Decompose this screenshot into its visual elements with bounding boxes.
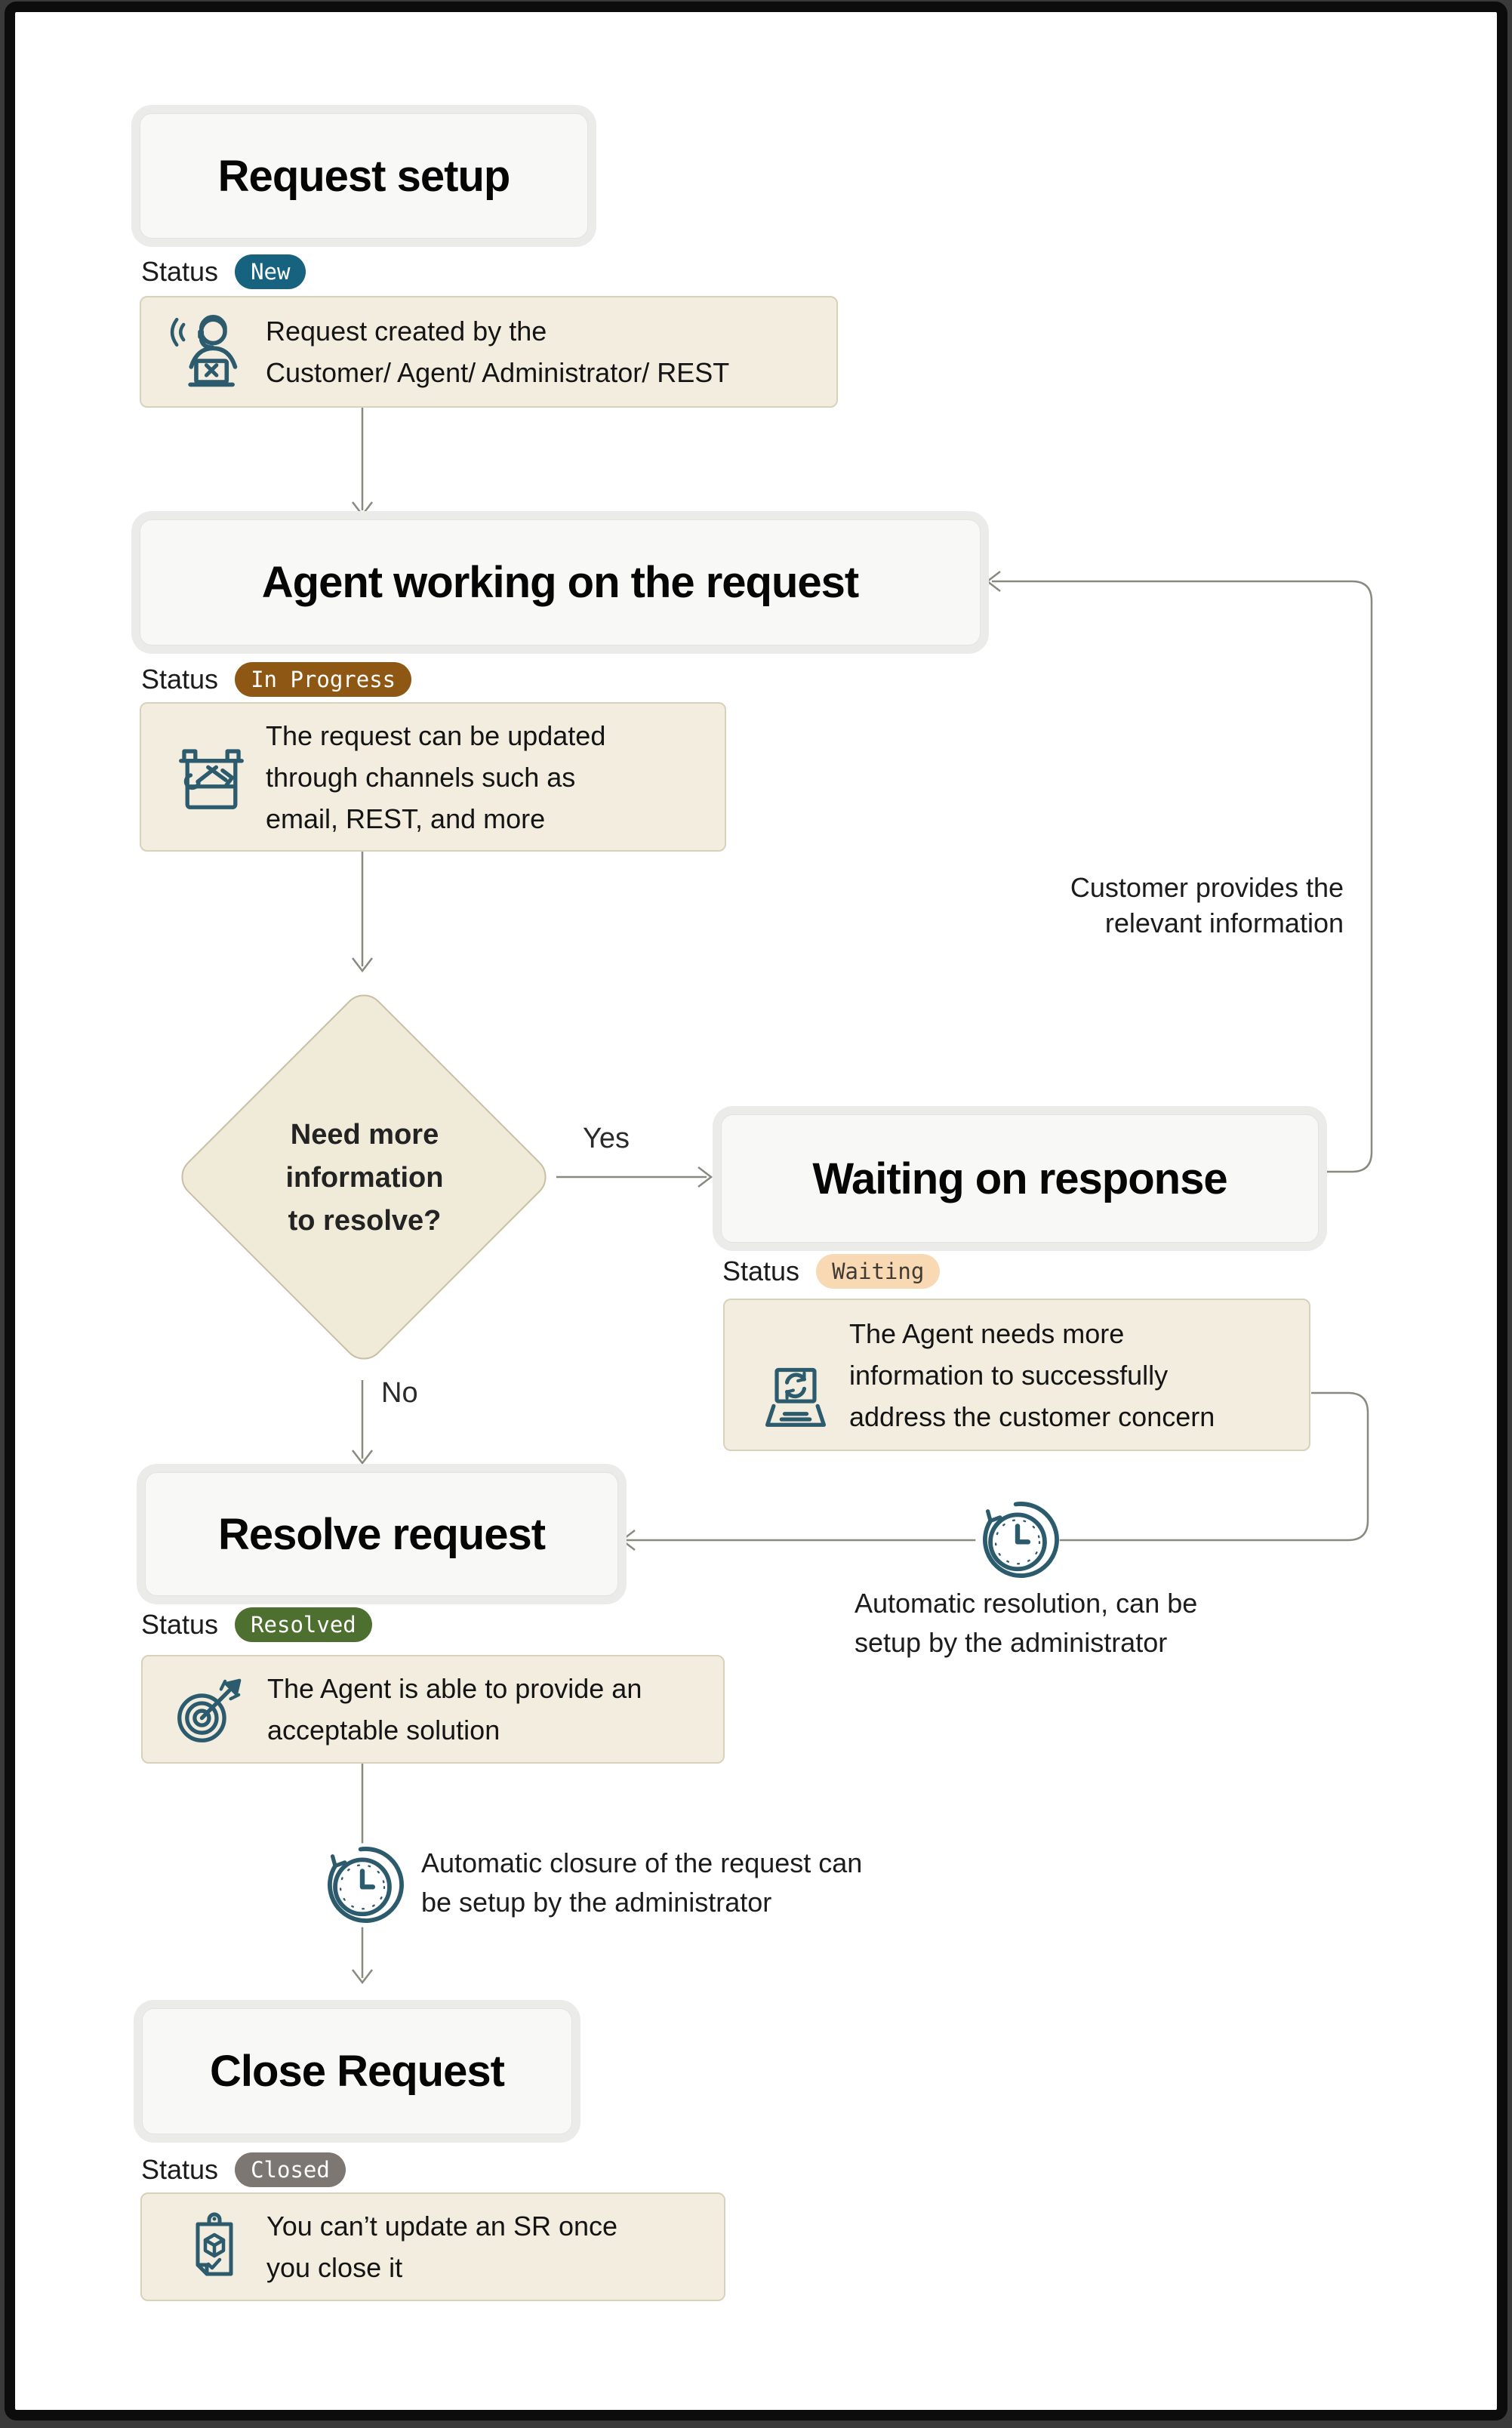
history-clock-icon [319, 1841, 406, 1929]
node-title: Waiting on response [812, 1154, 1227, 1203]
node-title: Resolve request [217, 1509, 546, 1559]
note-request-updated: The request can be updated through chann… [140, 702, 726, 852]
status-badge-closed: Closed [235, 2152, 346, 2187]
note-text: The Agent needs more information to succ… [849, 1313, 1297, 1437]
annotation-auto-resolution: Automatic resolution, can be setup by th… [855, 1584, 1197, 1662]
status-row-waiting: Status Waiting [722, 1254, 941, 1289]
note-text: The Agent is able to provide an acceptab… [267, 1668, 711, 1751]
annotation-line: Automatic resolution, can be [855, 1588, 1198, 1619]
status-label: Status [141, 1609, 219, 1640]
decision-line: to resolve? [288, 1204, 442, 1237]
note-line: email, REST, and more [266, 803, 546, 834]
status-label: Status [141, 664, 219, 695]
toolbox-icon [171, 737, 251, 817]
status-badge-resolved: Resolved [235, 1607, 372, 1642]
annotation-line: Customer provides the [1070, 872, 1344, 903]
note-agent-needs-info: The Agent needs more information to succ… [723, 1299, 1310, 1451]
target-icon [170, 1670, 250, 1750]
agent-headset-icon [168, 311, 253, 396]
node-title: Agent working on the request [261, 558, 859, 607]
note-line: acceptable solution [267, 1715, 500, 1746]
note-text: The request can be updated through chann… [266, 715, 713, 840]
note-line: The Agent needs more [849, 1317, 1125, 1349]
node-resolve-request: Resolve request [145, 1472, 618, 1596]
node-title: Close Request [210, 2047, 505, 2096]
status-row-request-setup: Status New [141, 254, 306, 289]
note-text: You can’t update an SR once you close it [266, 2205, 712, 2288]
annotation-line: setup by the administrator [855, 1627, 1168, 1658]
clipboard-check-icon [177, 2205, 252, 2289]
note-line: you close it [266, 2252, 403, 2283]
note-text: Request created by the Customer/ Agent/ … [266, 310, 824, 393]
node-waiting-on-response: Waiting on response [721, 1114, 1319, 1243]
note-line: The Agent is able to provide an [267, 1673, 642, 1704]
node-title: Request setup [217, 151, 511, 201]
history-clock-icon [974, 1496, 1061, 1584]
node-request-setup: Request setup [140, 113, 588, 239]
status-badge-in-progress: In Progress [235, 662, 412, 697]
note-request-created: Request created by the Customer/ Agent/ … [140, 296, 838, 408]
note-line: address the customer concern [849, 1400, 1215, 1432]
annotation-line: Automatic closure of the request can [421, 1847, 863, 1878]
status-row-resolved: Status Resolved [141, 1607, 372, 1642]
annotation-line: relevant information [1104, 907, 1344, 938]
note-line: The request can be updated [266, 719, 606, 751]
decision-text: Need more information to resolve? [183, 1076, 546, 1280]
note-cannot-update: You can’t update an SR once you close it [140, 2192, 725, 2301]
note-line: Customer/ Agent/ Administrator/ REST [266, 357, 730, 388]
annotation-line: be setup by the administrator [421, 1887, 772, 1918]
node-close-request: Close Request [142, 2008, 572, 2134]
status-row-agent-working: Status In Progress [141, 662, 412, 697]
status-row-closed: Status Closed [141, 2152, 346, 2187]
laptop-sync-icon [756, 1360, 835, 1439]
status-badge-waiting: Waiting [816, 1254, 941, 1289]
note-line: You can’t update an SR once [266, 2211, 618, 2242]
note-line: through channels such as [266, 761, 576, 793]
status-label: Status [141, 256, 219, 287]
yes-label: Yes [583, 1123, 630, 1154]
decision-line: Need more [290, 1118, 439, 1151]
annotation-auto-closure: Automatic closure of the request can be … [421, 1844, 862, 1922]
status-label: Status [141, 2154, 219, 2185]
note-line: information to successfully [849, 1359, 1169, 1391]
status-badge-new: New [235, 254, 306, 289]
node-agent-working: Agent working on the request [140, 519, 981, 646]
status-label: Status [722, 1256, 800, 1286]
note-acceptable-solution: The Agent is able to provide an acceptab… [141, 1655, 725, 1764]
no-label: No [381, 1377, 418, 1409]
annotation-customer-provides: Customer provides the relevant informati… [1027, 870, 1344, 941]
decision-line: information [285, 1161, 444, 1194]
note-line: Request created by the [266, 316, 547, 347]
